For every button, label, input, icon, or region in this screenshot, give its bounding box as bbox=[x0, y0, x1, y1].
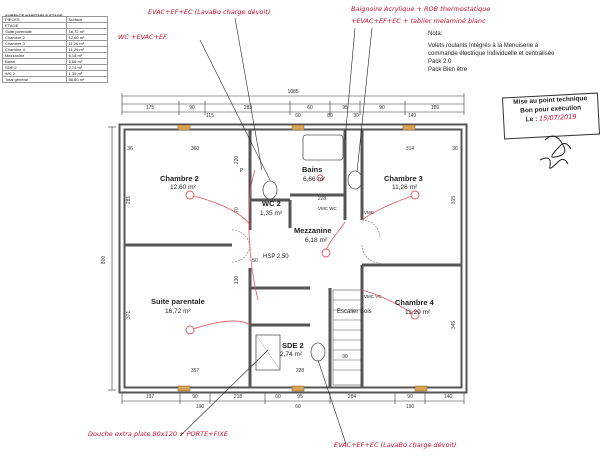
room-name: Chambre 4 bbox=[395, 298, 435, 307]
dim-inner: 228 bbox=[318, 196, 327, 202]
sde-washbasin bbox=[310, 342, 326, 362]
annotation-wc: WC +EVAC+EF. bbox=[118, 33, 169, 41]
dimension-texts: 1085 800 175 90 283 60 95 90 189 115 60 … bbox=[101, 89, 458, 410]
electrical-wiring bbox=[189, 169, 416, 331]
annotation-baignoire-1: Baignoire Acrylique + ROB thermostatique bbox=[351, 5, 491, 13]
dim-bottom-2: 190 bbox=[196, 404, 205, 410]
dim-bottom: 146 bbox=[444, 394, 453, 400]
room-area: 6,18 m² bbox=[305, 237, 328, 244]
dim-inner: 371 bbox=[126, 311, 132, 320]
annotation-evac-top: EVAC+EF+EC (LavaBo charge dévoit) bbox=[148, 8, 271, 16]
note-line: Pack Bien être bbox=[428, 67, 468, 73]
dim-bottom: 60 bbox=[275, 394, 281, 400]
dim-bottom: 95 bbox=[297, 394, 303, 400]
leader-lines bbox=[179, 17, 373, 445]
room-name: Mezzanine bbox=[294, 226, 332, 235]
dim-top: 189 bbox=[431, 105, 440, 111]
room-name: SDE 2 bbox=[282, 341, 304, 350]
dim-top-2: 30 bbox=[353, 113, 359, 119]
signature-mark bbox=[539, 157, 569, 169]
dim-bottom: 197 bbox=[146, 394, 155, 400]
surface-table-title: SURFACE HABITABLE ETAGE bbox=[5, 13, 63, 18]
dim-inner: 36 bbox=[452, 146, 458, 152]
dim-inner: 130 bbox=[234, 276, 240, 285]
room-area: 11,26 m² bbox=[392, 184, 418, 191]
dim-top-2: 115 bbox=[206, 113, 214, 119]
dim-top: 60 bbox=[307, 105, 313, 111]
dim-inner: 36 bbox=[127, 146, 133, 152]
dim-overall-height: 800 bbox=[101, 256, 107, 265]
room-name: Chambre 2 bbox=[160, 174, 199, 183]
dim-bottom: 90 bbox=[407, 394, 413, 400]
light-points bbox=[185, 174, 420, 335]
note-label: Nota: bbox=[428, 31, 443, 37]
dim-inner: 314 bbox=[406, 146, 415, 152]
dim-inner: 50 bbox=[252, 258, 258, 264]
vmc-wc-label: VMC WC bbox=[318, 206, 337, 211]
room-areas: 12,60 m² 6,66 m² 1,35 m² 11,26 m² 6,18 m… bbox=[165, 176, 431, 358]
dim-overall-width: 1085 bbox=[287, 89, 298, 95]
room-area: 1,35 m² bbox=[260, 210, 283, 217]
hsp-label: HSP 2.50 bbox=[263, 254, 289, 260]
dim-inner: 281 bbox=[126, 196, 132, 205]
wc-toilet bbox=[262, 180, 278, 200]
dim-inner: 357 bbox=[191, 368, 200, 374]
vmc-vc-label: VMC VC bbox=[364, 294, 382, 299]
room-area: 11,29 m² bbox=[405, 309, 431, 316]
washbasin bbox=[347, 170, 363, 190]
dim-inner: 90 bbox=[342, 354, 348, 360]
dimension-lines bbox=[111, 95, 464, 402]
dim-top-2: 60 bbox=[295, 113, 301, 119]
room-name: Chambre 3 bbox=[384, 174, 423, 183]
dim-top-2: 149 bbox=[408, 113, 417, 119]
signature-mark bbox=[544, 135, 572, 158]
dim-top: 95 bbox=[342, 105, 348, 111]
room-area: 6,66 m² bbox=[303, 176, 326, 183]
dim-bottom: 284 bbox=[348, 394, 357, 400]
vmc-label: VMC bbox=[364, 210, 375, 215]
room-labels: Chambre 2 Bains WC 2 Chambre 3 Mezzanine… bbox=[151, 165, 435, 350]
shower bbox=[255, 334, 281, 371]
windows bbox=[177, 124, 428, 392]
dim-inner: 315 bbox=[451, 196, 457, 205]
annotation-baignoire-2: +EVAC+EF+EC + tablier melaminé blanc bbox=[351, 17, 486, 25]
dim-top: 90 bbox=[379, 105, 385, 111]
room-name: Suite parentale bbox=[151, 297, 205, 306]
dim-top: 175 bbox=[146, 105, 155, 111]
room-name: Bains bbox=[302, 165, 322, 174]
bathtub bbox=[302, 134, 344, 161]
annotation-evac-bottom: EVAC+EF+EC (LavaBo charge dévoit) bbox=[334, 441, 457, 449]
dim-inner: 345 bbox=[451, 321, 457, 330]
stair-label: Escalier Bois bbox=[337, 309, 372, 315]
partition-walls bbox=[125, 130, 462, 388]
room-area: 12,60 m² bbox=[170, 184, 196, 191]
room-area: 16,72 m² bbox=[165, 308, 191, 315]
room-name: WC 2 bbox=[262, 199, 281, 208]
dim-bottom-2: 190 bbox=[406, 404, 415, 410]
dim-top: 283 bbox=[244, 105, 253, 111]
dim-bottom: 90 bbox=[192, 394, 198, 400]
dim-top: 90 bbox=[189, 105, 195, 111]
dim-inner: 360 bbox=[191, 146, 200, 152]
note-line: Pack 2.0 bbox=[428, 59, 452, 65]
dim-inner: 228 bbox=[296, 368, 305, 374]
dim-bottom-2: 60 bbox=[295, 404, 301, 410]
table-cell: 68,80 m² bbox=[65, 76, 109, 83]
staircase bbox=[332, 289, 362, 386]
dim-bottom: 218 bbox=[234, 394, 243, 400]
dim-inner: 70 bbox=[234, 207, 240, 213]
dim-inner: 220 bbox=[234, 156, 240, 165]
note-line: commande électrique Individuelle et cent… bbox=[428, 51, 555, 57]
room-area: 2,74 m² bbox=[280, 351, 303, 358]
note-line: Volets roulants Intégrés à la Menuiserie… bbox=[428, 43, 539, 49]
annotation-douche: Douche extra plate 80x120 + PORTE+FIXE bbox=[88, 430, 228, 438]
dim-top-2: 80 bbox=[327, 113, 333, 119]
cupboard-label: P bbox=[240, 168, 244, 174]
misc-labels: HSP 2.50 Escalier Bois VMC VMC VC VMC WC… bbox=[240, 168, 382, 315]
